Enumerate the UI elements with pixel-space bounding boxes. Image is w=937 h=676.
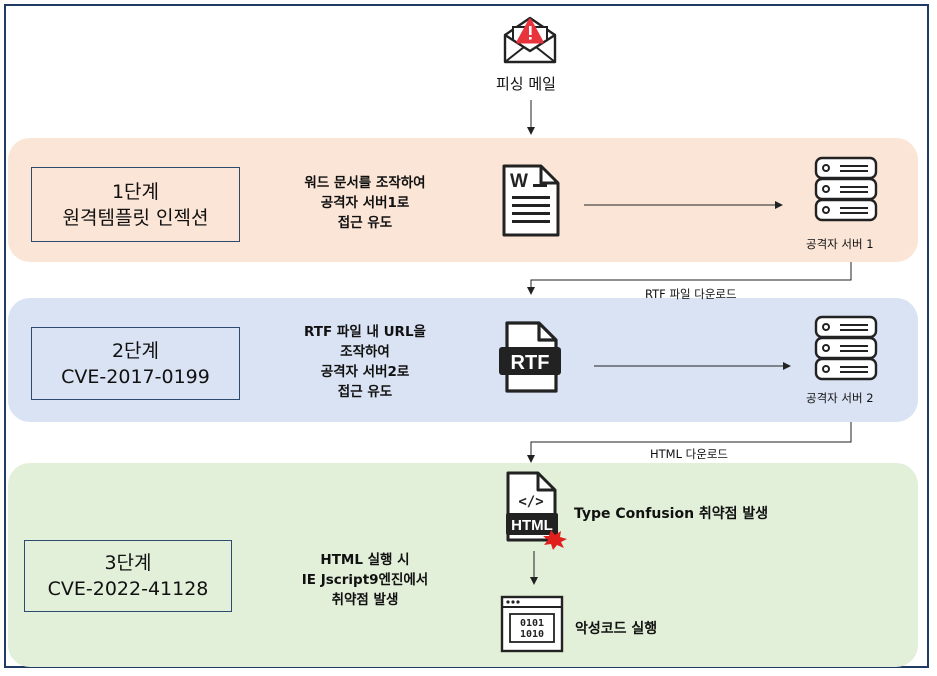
explosion-burst-icon	[543, 530, 567, 550]
stage1-desc-line: 접근 유도	[337, 215, 393, 231]
arrow-server2-to-stage3	[527, 422, 852, 463]
vuln-label: Type Confusion 취약점 발생	[574, 506, 769, 522]
stage3-title: 3단계	[104, 552, 152, 574]
stage2-subtitle: CVE-2017-0199	[61, 365, 210, 388]
binary-line: 1010	[520, 629, 544, 640]
diagram-frame	[4, 4, 929, 668]
server-icon	[810, 155, 882, 229]
word-document-icon: W	[501, 163, 561, 242]
stage2-desc-line: 접근 유도	[337, 384, 393, 400]
stage2-box: 2단계 CVE-2017-0199	[31, 327, 240, 400]
stage2-desc-line: 공격자 서버2로	[320, 364, 410, 380]
stage3-band	[8, 463, 918, 667]
stage2-desc-line: 조작하여	[340, 344, 390, 360]
html-download-label: HTML 다운로드	[650, 447, 728, 461]
stage3-box: 3단계 CVE-2022-41128	[24, 540, 232, 612]
svg-text:W: W	[510, 171, 528, 192]
svg-text:HTML: HTML	[511, 517, 553, 534]
stage3-description: HTML 실행 시 IE Jscript9엔진에서 취약점 발생	[265, 550, 465, 610]
stage3-desc-line: HTML 실행 시	[320, 552, 410, 568]
stage3-desc-line: 취약점 발생	[331, 592, 399, 608]
server2-label: 공격자 서버 2	[806, 391, 874, 405]
rtf-download-label: RTF 파일 다운로드	[645, 287, 737, 301]
server-icon	[810, 314, 882, 388]
stage2-desc-line: RTF 파일 내 URL을	[304, 324, 426, 340]
exec-label: 악성코드 실행	[575, 621, 658, 637]
stage1-desc-line: 워드 문서를 조작하여	[304, 175, 426, 191]
svg-text:</>: </>	[518, 494, 543, 510]
stage2-title: 2단계	[111, 339, 160, 362]
arrow-server1-to-stage2	[527, 262, 852, 295]
rtf-file-icon: RTF	[497, 320, 563, 398]
stage1-description: 워드 문서를 조작하여 공격자 서버1로 접근 유도	[265, 173, 465, 233]
stage2-description: RTF 파일 내 URL을 조작하여 공격자 서버2로 접근 유도	[265, 322, 465, 402]
binary-line: 0101	[520, 618, 544, 629]
stage1-box: 1단계 원격템플릿 인젝션	[31, 167, 240, 242]
svg-text:RTF: RTF	[511, 352, 550, 374]
email-warning-icon	[500, 11, 560, 70]
server1-label: 공격자 서버 1	[806, 237, 874, 251]
stage1-desc-line: 공격자 서버1로	[320, 195, 410, 211]
stage3-subtitle: CVE-2022-41128	[47, 578, 209, 600]
stage1-title: 1단계	[111, 180, 160, 203]
html-file-icon: </> HTML	[503, 470, 575, 554]
binary-window-icon: 0101 1010	[500, 594, 564, 658]
stage3-desc-line: IE Jscript9엔진에서	[301, 572, 429, 588]
stage2-band	[8, 298, 918, 422]
stage1-subtitle: 원격템플릿 인젝션	[62, 206, 209, 229]
phishing-mail-label: 피싱 메일	[496, 75, 556, 93]
